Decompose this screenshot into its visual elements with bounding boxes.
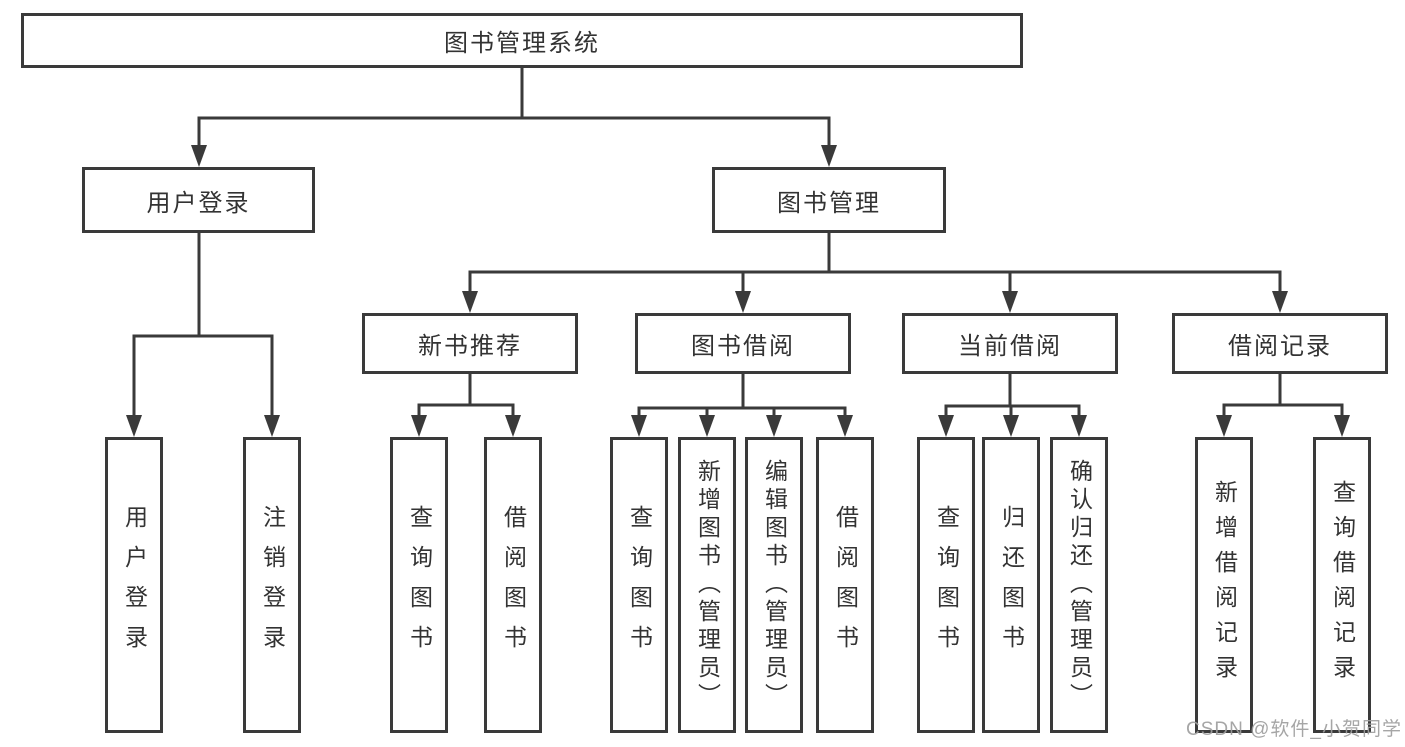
- node-label: 确认归还（管理员）: [1066, 459, 1093, 711]
- node-label: 查询图书: [933, 505, 960, 665]
- node-label: 新增图书（管理员）: [694, 459, 721, 711]
- node-user-login: 用户登录: [82, 167, 315, 233]
- node-library-management-system: 图书管理系统: [21, 13, 1023, 68]
- node-label: 当前借阅: [958, 333, 1062, 360]
- node-label: 新书推荐: [418, 333, 522, 360]
- node-label: 借阅图书: [832, 505, 859, 665]
- node-borrowing-records: 借阅记录: [1172, 313, 1388, 374]
- node-label: 查询图书: [406, 505, 433, 665]
- node-new-book-recommend: 新书推荐: [362, 313, 578, 374]
- node-label: 注销登录: [259, 505, 286, 665]
- leaf-logout: 注销登录: [243, 437, 301, 733]
- leaf-query-books-current: 查询图书: [917, 437, 975, 733]
- csdn-watermark: CSDN @软件_小贺同学: [1186, 719, 1402, 740]
- node-label: 归还图书: [998, 505, 1025, 665]
- node-label: 图书管理: [777, 189, 881, 217]
- leaf-add-borrowing-record: 新增借阅记录: [1195, 437, 1253, 733]
- leaf-edit-books-admin: 编辑图书（管理员）: [745, 437, 803, 733]
- node-label: 图书借阅: [691, 333, 795, 360]
- node-label: 查询借阅记录: [1329, 480, 1356, 690]
- node-label: 新增借阅记录: [1211, 480, 1238, 690]
- leaf-query-books-borrowing: 查询图书: [610, 437, 668, 733]
- node-label: 借阅记录: [1228, 333, 1332, 360]
- node-label: 借阅图书: [500, 505, 527, 665]
- leaf-return-books: 归还图书: [982, 437, 1040, 733]
- node-label: 查询图书: [626, 505, 653, 665]
- leaf-borrow-books-recommend: 借阅图书: [484, 437, 542, 733]
- node-label: 用户登录: [121, 505, 148, 665]
- node-label: 图书管理系统: [444, 30, 600, 57]
- leaf-query-books-recommend: 查询图书: [390, 437, 448, 733]
- leaf-add-books-admin: 新增图书（管理员）: [678, 437, 736, 733]
- node-label: 用户登录: [146, 189, 251, 217]
- leaf-user-login: 用户登录: [105, 437, 163, 733]
- node-book-borrowing: 图书借阅: [635, 313, 851, 374]
- leaf-confirm-return-admin: 确认归还（管理员）: [1050, 437, 1108, 733]
- node-book-management: 图书管理: [712, 167, 946, 233]
- node-label: 编辑图书（管理员）: [761, 459, 788, 711]
- node-current-borrowing: 当前借阅: [902, 313, 1118, 374]
- leaf-query-borrowing-record: 查询借阅记录: [1313, 437, 1371, 733]
- leaf-borrow-books: 借阅图书: [816, 437, 874, 733]
